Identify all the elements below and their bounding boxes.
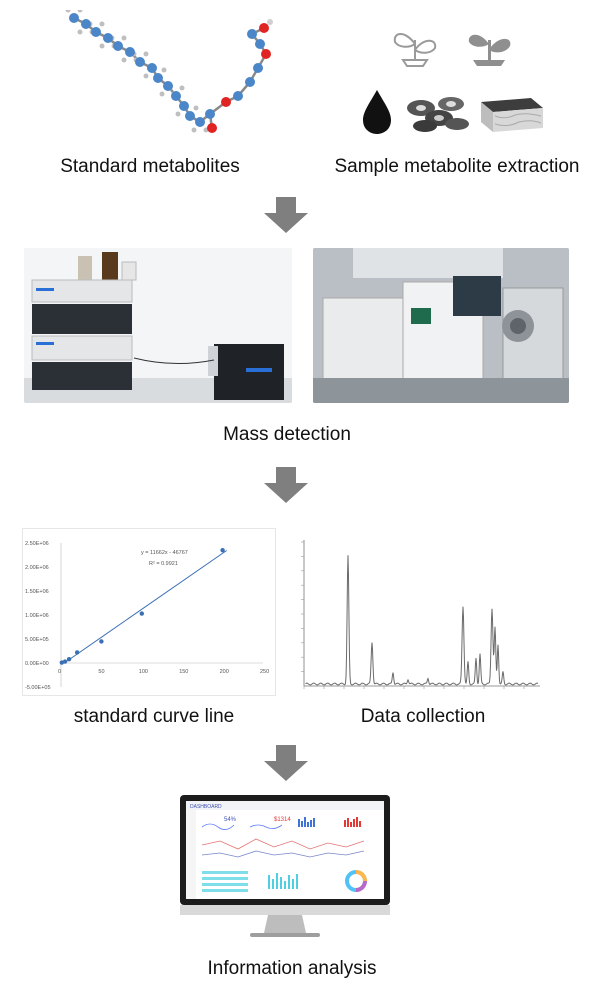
r-squared-label: R² = 0.9921 [149,561,178,567]
y-tick-label: -5.00E+05 [25,685,51,691]
y-tick-label: 1.00E+06 [25,613,49,619]
x-tick-label: 50 [98,669,104,675]
label-information-analysis: Information analysis [207,958,377,979]
lc-ms-photo-left [24,248,292,403]
x-tick-label: 200 [220,669,229,675]
down-arrow-icon [264,197,308,233]
y-tick-label: 2.00E+06 [25,565,49,571]
label-standard-curve: standard curve line [73,706,235,727]
data-point [62,659,68,664]
equation-label: y = 11662x - 46767 [141,550,188,556]
kpi-2: $1314 [274,817,291,823]
x-tick-label: 150 [179,669,188,675]
tissue-block-icon [481,98,543,132]
label-mass-detection: Mass detection [223,424,351,445]
y-tick-label: 0.00E+00 [25,661,49,667]
oil-drop-icon [363,90,391,134]
kpi-1: 54% [224,817,237,823]
sample-icons [363,33,543,134]
lc-ms-photo-right [313,248,569,403]
molecule-illustration [65,10,273,133]
down-arrow-icon [264,467,308,503]
label-sample-extraction: Sample metabolite extraction [334,156,580,177]
data-point [139,611,144,616]
label-standard-metabolites: Standard metabolites [60,156,240,177]
plant-outline-icon [393,33,437,67]
trendline [63,550,227,664]
y-tick-label: 1.50E+06 [25,589,49,595]
data-point [66,656,72,662]
dashboard-title: DASHBOARD [190,804,222,810]
y-tick-label: 5.00E+05 [25,637,49,643]
data-point [74,650,80,655]
x-tick-label: 100 [139,669,148,675]
standard-curve-chart: 2.50E+06 2.00E+06 1.50E+06 1.00E+06 5.00E+05… [22,528,276,696]
down-arrow-icon [264,745,308,781]
y-tick-label: 2.50E+06 [25,541,49,547]
seeds-icon [407,97,469,132]
chromatogram [301,540,540,689]
plant-filled-icon [468,34,511,66]
x-tick-label: 250 [260,669,269,675]
data-point [220,548,225,553]
label-data-collection: Data collection [360,706,486,727]
monitor-illustration: DASHBOARD 54% $1314 [180,795,390,937]
x-tick-label: 0 [58,669,61,675]
data-point [99,639,104,644]
